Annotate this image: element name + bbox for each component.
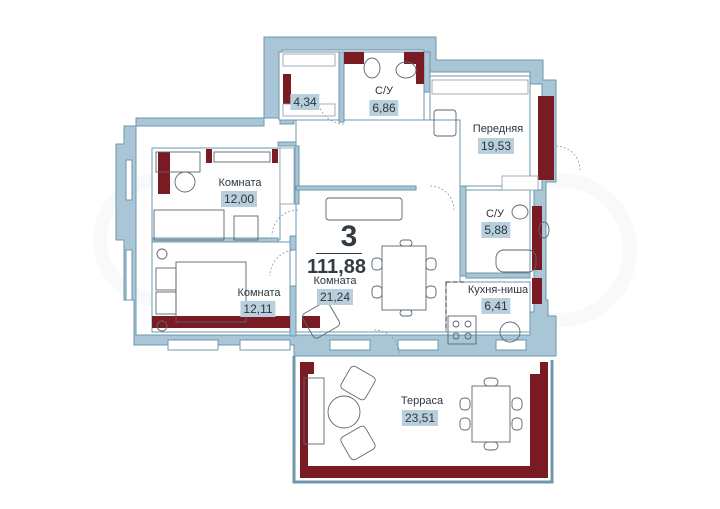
- area-badge: 19,53: [477, 138, 515, 154]
- rooms-count: 3: [340, 220, 358, 253]
- area-badge: 21,24: [316, 289, 354, 305]
- room-name: Передняя: [472, 123, 524, 135]
- terrace-frame: [292, 356, 554, 484]
- total-area: 111,88: [307, 256, 366, 278]
- divider: [316, 253, 362, 254]
- room-name: Кухня-ниша: [467, 284, 529, 296]
- room-name: С/У: [486, 208, 504, 220]
- room-name: Терраса: [400, 395, 444, 407]
- area-badge: 6,86: [369, 100, 399, 116]
- furniture: [153, 57, 550, 461]
- room-name: Комната: [237, 287, 281, 299]
- wardrobes: [279, 53, 539, 205]
- room-name: Комната: [313, 275, 357, 287]
- area-badge: 12,00: [220, 191, 258, 207]
- area-badge: 5,88: [481, 222, 511, 238]
- kitchen-niche-boundary: [445, 281, 466, 330]
- doors: [269, 97, 581, 357]
- room-name: С/У: [375, 85, 393, 97]
- room-name: Комната: [218, 177, 262, 189]
- windows: [125, 159, 527, 351]
- area-badge: 6,41: [481, 298, 511, 314]
- area-badge: 23,51: [401, 410, 439, 426]
- area-badge: 4,34: [290, 94, 320, 110]
- area-badge: 12,11: [240, 301, 276, 317]
